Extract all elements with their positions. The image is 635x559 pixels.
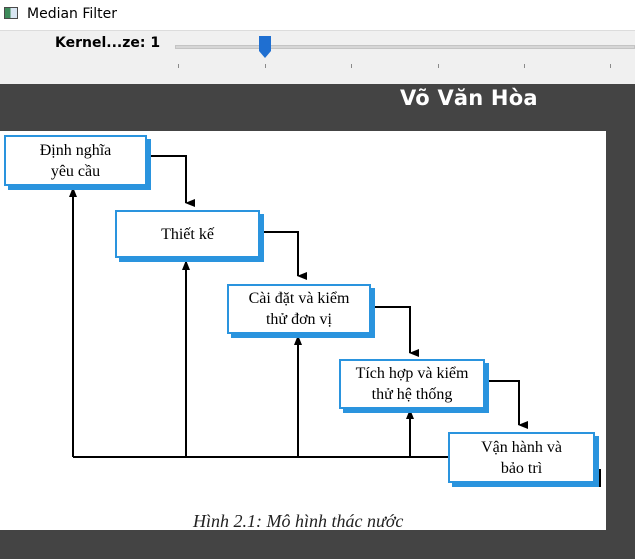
- figure-caption: Hình 2.1: Mô hình thác nước: [193, 511, 404, 531]
- app-icon: [4, 7, 18, 19]
- step-label: thử đơn vị: [265, 311, 332, 328]
- slider-tick: [438, 64, 439, 68]
- step-box-design: Thiết kế: [115, 210, 260, 258]
- window-title: Median Filter: [27, 6, 118, 22]
- title-bar: Median Filter: [0, 0, 635, 30]
- author-name-overlay: Võ Văn Hòa: [400, 86, 538, 110]
- step-box-implementation: Cài đặt và kiểm thử đơn vị: [227, 284, 371, 334]
- kernel-size-slider-thumb[interactable]: [259, 36, 271, 58]
- step-box-requirements: Định nghĩa yêu cầu: [4, 135, 147, 186]
- step-label: Cài đặt và kiểm: [248, 290, 350, 307]
- slider-tick: [265, 64, 266, 68]
- step-label: Thiết kế: [161, 225, 214, 243]
- step-label: thử hệ thống: [371, 386, 453, 403]
- kernel-size-label: Kernel...ze: 1: [55, 35, 161, 51]
- slider-tick: [610, 64, 611, 68]
- flow-arrows: [69, 155, 601, 487]
- document-image: Định nghĩa yêu cầu Thiết kế Cài đặt và ki…: [0, 131, 606, 531]
- step-box-operation: Vận hành và bảo trì: [448, 432, 595, 483]
- step-label: bảo trì: [500, 459, 543, 477]
- step-label: Vận hành và: [481, 438, 562, 456]
- step-label: Định nghĩa: [39, 141, 112, 159]
- step-label: Tích hợp và kiểm: [355, 365, 469, 382]
- kernel-size-slider-track[interactable]: [175, 45, 635, 49]
- slider-tick: [178, 64, 179, 68]
- slider-tick: [524, 64, 525, 68]
- step-box-integration: Tích hợp và kiểm thử hệ thống: [339, 359, 485, 409]
- step-label: yêu cầu: [50, 162, 101, 180]
- slider-tick: [351, 64, 352, 68]
- toolbar: Kernel...ze: 1: [0, 30, 635, 85]
